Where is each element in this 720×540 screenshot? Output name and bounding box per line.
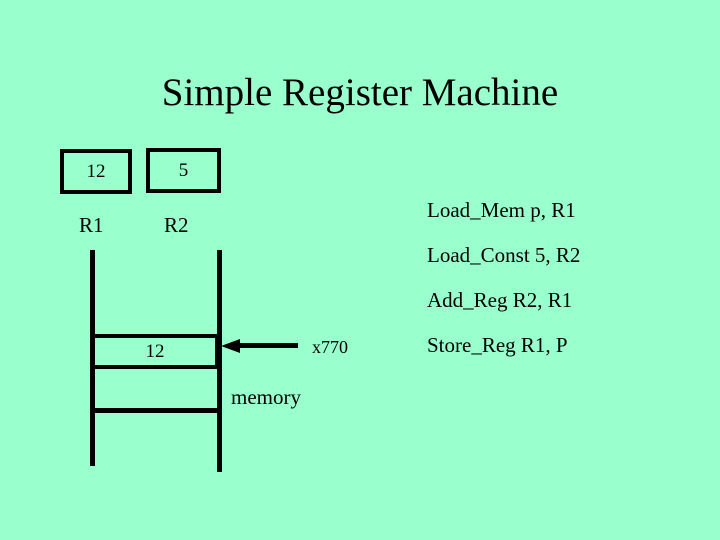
- register-label-r1: R1: [79, 213, 104, 237]
- memory-cell-highlighted: 12: [91, 334, 219, 369]
- register-value-r2: 5: [178, 160, 189, 181]
- page-title: Simple Register Machine: [161, 71, 559, 114]
- memory-address-label: x770: [312, 337, 348, 357]
- instruction-list: Load_Mem p, R1 Load_Const 5, R2 Add_Reg …: [427, 197, 697, 377]
- instruction-item: Load_Const 5, R2: [427, 243, 581, 267]
- register-value-r1: 12: [86, 161, 106, 182]
- register-box-r1: 12: [60, 149, 132, 194]
- instruction-item: Add_Reg R2, R1: [427, 288, 573, 312]
- register-box-r2: 5: [146, 148, 221, 193]
- instruction-item: Store_Reg R1, P: [427, 333, 568, 357]
- memory-caption: memory: [231, 385, 301, 409]
- instruction-item: Load_Mem p, R1: [427, 198, 576, 222]
- left-arrow-icon: [221, 339, 298, 353]
- memory-cell-value-text: 12: [145, 341, 165, 362]
- register-label-r2: R2: [164, 213, 189, 237]
